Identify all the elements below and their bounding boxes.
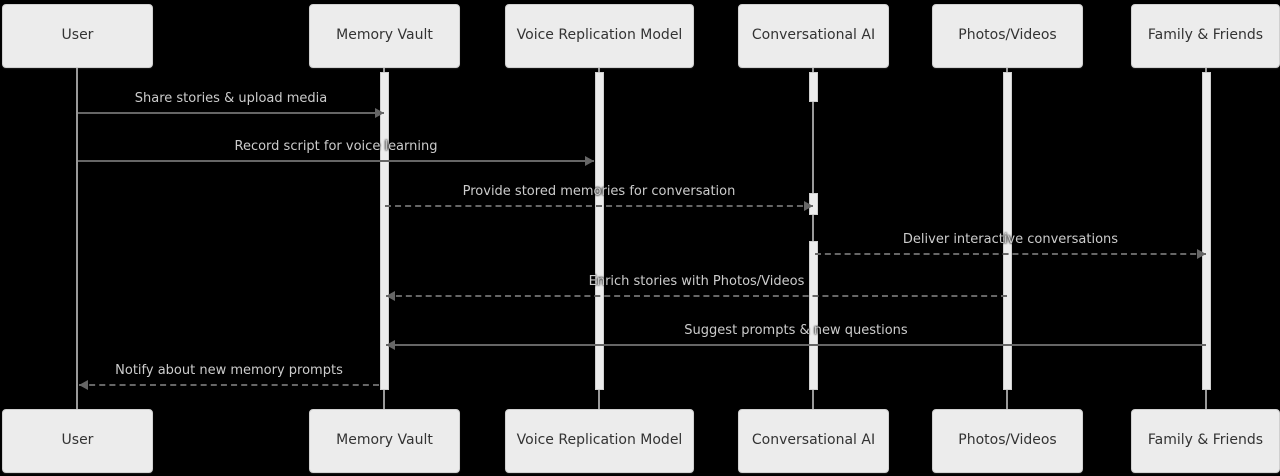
message-label-1: Share stories & upload media [134,91,328,106]
message-label-5: Enrich stories with Photos/Videos [588,274,805,289]
message-label-6: Suggest prompts & new questions [684,323,908,338]
message-line-3 [385,205,813,207]
actor-box-top-user[interactable]: User [2,4,153,68]
actor-box-top-voice[interactable]: Voice Replication Model [505,4,694,68]
actor-box-bottom-photos[interactable]: Photos/Videos [932,409,1083,473]
activation-bar-voice [595,72,604,390]
message-arrowhead-5 [386,291,395,301]
actor-box-top-family[interactable]: Family & Friends [1131,4,1280,68]
message-line-7 [79,384,379,386]
lifeline-convai [812,68,814,409]
actor-label: Photos/Videos [958,27,1057,44]
message-label-4: Deliver interactive conversations [902,232,1119,247]
actor-box-top-vault[interactable]: Memory Vault [309,4,460,68]
actor-label: Photos/Videos [958,432,1057,449]
actor-box-bottom-voice[interactable]: Voice Replication Model [505,409,694,473]
message-label-2: Record script for voice learning [234,139,438,154]
actor-label: User [61,432,94,449]
actor-label: Family & Friends [1147,27,1264,44]
actor-label: Memory Vault [336,27,433,44]
actor-box-bottom-family[interactable]: Family & Friends [1131,409,1280,473]
actor-box-top-photos[interactable]: Photos/Videos [932,4,1083,68]
actor-label: Memory Vault [336,432,433,449]
actor-label: User [61,27,94,44]
message-arrowhead-6 [386,340,395,350]
message-line-1 [78,112,384,114]
activation-bar-photos [1003,72,1012,390]
message-arrowhead-7 [79,380,88,390]
message-line-2 [78,160,594,162]
message-line-4 [815,253,1206,255]
message-arrowhead-4 [1197,249,1206,259]
actor-label: Conversational AI [751,432,876,449]
message-arrowhead-1 [375,108,384,118]
actor-box-bottom-user[interactable]: User [2,409,153,473]
lifeline-user [76,68,78,409]
activation-bar-convai [809,72,818,102]
activation-bar-family [1202,72,1211,390]
message-arrowhead-2 [585,156,594,166]
activation-bar-vault [380,72,389,390]
message-line-5 [386,295,1007,297]
message-label-7: Notify about new memory prompts [115,363,343,378]
actor-box-bottom-vault[interactable]: Memory Vault [309,409,460,473]
message-arrowhead-3 [804,201,813,211]
actor-box-top-convai[interactable]: Conversational AI [738,4,889,68]
message-line-6 [386,344,1206,346]
actor-label: Family & Friends [1147,432,1264,449]
actor-label: Voice Replication Model [516,27,683,44]
actor-label: Conversational AI [751,27,876,44]
actor-label: Voice Replication Model [516,432,683,449]
actor-box-bottom-convai[interactable]: Conversational AI [738,409,889,473]
activation-bar-convai [809,241,818,390]
message-label-3: Provide stored memories for conversation [462,184,736,199]
